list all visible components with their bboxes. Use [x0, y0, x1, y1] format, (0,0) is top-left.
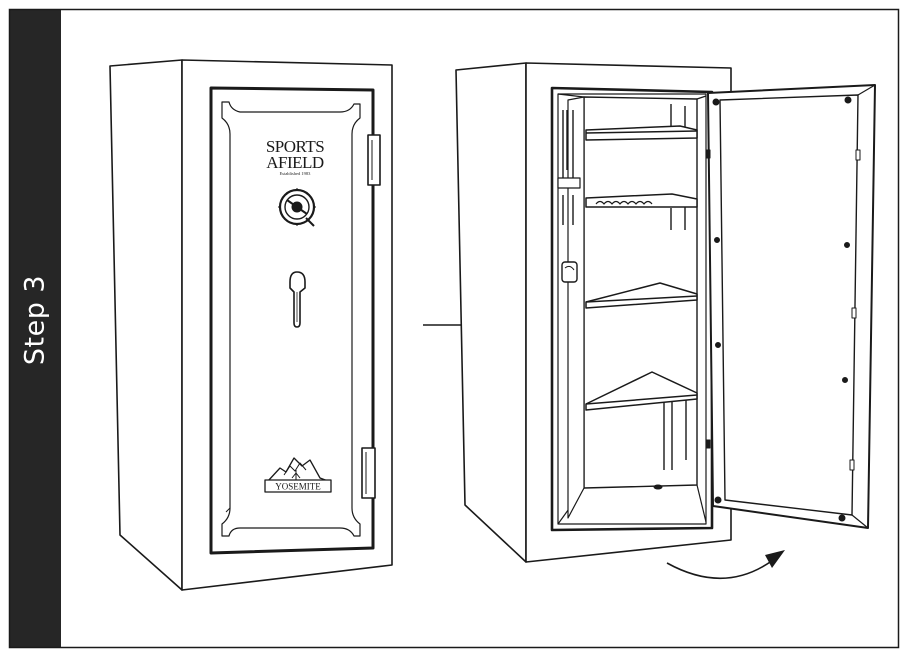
model-logo-text: YOSEMITE	[275, 482, 321, 492]
open-safe	[455, 62, 876, 563]
step-sidebar	[9, 9, 61, 648]
panel-border	[8, 8, 900, 649]
door-bolts	[712, 96, 852, 522]
shelf-4	[585, 371, 698, 411]
door-trim	[221, 101, 361, 537]
door-handle	[289, 271, 306, 328]
shelf-1	[585, 125, 698, 141]
brand-tagline: Established 1983	[280, 171, 312, 176]
yosemite-logo	[264, 457, 332, 493]
interior-bracket	[561, 261, 578, 283]
door-inner-panel	[719, 94, 859, 516]
closed-safe	[109, 59, 393, 591]
shelf-3	[585, 282, 698, 309]
dial-pointer	[305, 217, 315, 227]
top-hinge	[367, 134, 381, 186]
brand-line2: AFIELD	[266, 153, 324, 172]
shelves	[585, 125, 698, 411]
open-safe-side-panel	[455, 62, 527, 563]
rifle-slots	[562, 104, 687, 470]
safe-side-panel	[109, 59, 183, 591]
curved-arrow-icon	[666, 550, 785, 580]
open-door	[705, 84, 876, 529]
divider-panel	[567, 96, 585, 519]
safe-door	[209, 86, 375, 555]
brand-line1: SPORTS	[266, 137, 324, 156]
bottom-hinge	[361, 447, 376, 499]
shelf-2	[585, 193, 698, 208]
